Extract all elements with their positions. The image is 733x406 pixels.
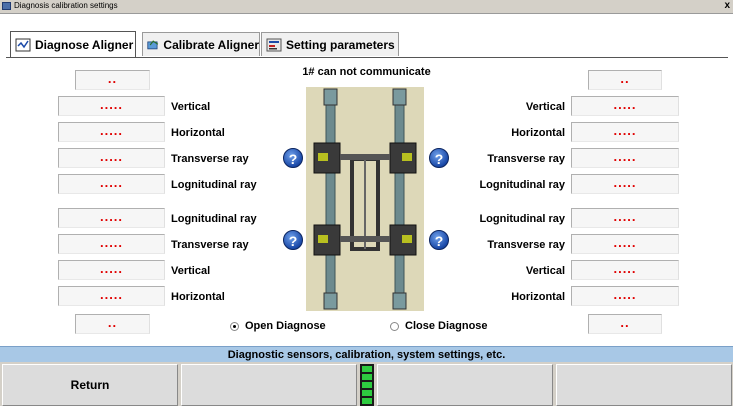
right-rear-horizontal-value: ..... — [571, 286, 679, 306]
right-rear-horizontal-label: Horizontal — [511, 291, 565, 303]
right-front-transverse-value: ..... — [571, 148, 679, 168]
left-rear-longitudinal-label: Lognitudinal ray — [171, 213, 257, 225]
left-rear-longitudinal-value: ..... — [58, 208, 165, 228]
radio-label: Close Diagnose — [405, 320, 488, 332]
left-front-horizontal-value: ..... — [58, 122, 165, 142]
left-rear-horizontal-value: ..... — [58, 286, 165, 306]
blank-button-4[interactable] — [556, 364, 732, 406]
right-rear-transverse-label: Transverse ray — [487, 239, 565, 251]
left-front-wheel — [323, 88, 338, 106]
title-bar: Diagnosis calibration settings x — [0, 0, 733, 14]
settings-icon — [266, 38, 282, 51]
right-front-horizontal-label: Horizontal — [511, 127, 565, 139]
left-top-code: .. — [75, 70, 150, 90]
indicator-segment — [362, 398, 372, 404]
left-rear-horizontal-label: Horizontal — [171, 291, 225, 303]
tab-label: Setting parameters — [286, 37, 395, 52]
left-front-transverse-value: ..... — [58, 148, 165, 168]
right-front-transverse-label: Transverse ray — [487, 153, 565, 165]
left-bottom-code: .. — [75, 314, 150, 334]
tab-diagnose-aligner[interactable]: Diagnose Aligner — [10, 31, 136, 57]
radio-label: Open Diagnose — [245, 320, 326, 332]
right-rear-transverse-value: ..... — [571, 234, 679, 254]
left-front-transverse-label: Transverse ray — [171, 153, 249, 165]
help-icon[interactable]: ? — [283, 148, 303, 168]
help-icon[interactable]: ? — [429, 230, 449, 250]
tab-label: Diagnose Aligner — [35, 37, 134, 52]
blank-button-2[interactable] — [181, 364, 357, 406]
left-rear-vertical-label: Vertical — [171, 265, 211, 277]
right-rear-vertical-label: Vertical — [525, 265, 565, 277]
indicator-segment — [362, 366, 372, 372]
aligner-diagram — [306, 87, 424, 311]
left-rear-transverse-value: ..... — [58, 234, 165, 254]
left-rear-wheel — [323, 292, 338, 310]
right-front-sensor-led — [402, 153, 412, 161]
blank-button-3[interactable] — [377, 364, 553, 406]
radio-unselected-icon — [390, 321, 399, 331]
right-front-vertical-value: ..... — [571, 96, 679, 116]
right-rear-vertical-value: ..... — [571, 260, 679, 280]
indicator-segment — [362, 382, 372, 388]
tab-label: Calibrate Aligner — [163, 37, 259, 52]
status-text: 1# can not communicate — [302, 66, 431, 78]
tab-calibrate-aligner[interactable]: Calibrate Aligner — [142, 32, 260, 56]
left-front-vertical-value: ..... — [58, 96, 165, 116]
radio-open-diagnose[interactable]: Open Diagnose — [230, 320, 326, 332]
left-rear-vertical-value: ..... — [58, 260, 165, 280]
left-front-sensor-led — [318, 153, 328, 161]
diagnose-icon — [15, 38, 31, 51]
left-axle-column — [325, 92, 336, 310]
window-title: Diagnosis calibration settings — [14, 1, 118, 10]
left-rear-transverse-label: Transverse ray — [171, 239, 249, 251]
right-top-code: .. — [588, 70, 662, 90]
left-front-longitudinal-value: ..... — [58, 174, 165, 194]
front-cross-beam — [340, 154, 390, 160]
indicator-segment — [362, 374, 372, 380]
right-rear-wheel — [392, 292, 407, 310]
left-front-vertical-label: Vertical — [171, 101, 211, 113]
right-rear-longitudinal-value: ..... — [571, 208, 679, 228]
radio-close-diagnose[interactable]: Close Diagnose — [390, 320, 488, 332]
right-front-vertical-label: Vertical — [525, 101, 565, 113]
left-front-longitudinal-label: Lognitudinal ray — [171, 179, 257, 191]
right-bottom-code: .. — [588, 314, 662, 334]
info-bar: Diagnostic sensors, calibration, system … — [0, 346, 733, 363]
radio-selected-icon — [230, 321, 239, 331]
status-indicator — [360, 364, 374, 406]
right-front-horizontal-value: ..... — [571, 122, 679, 142]
right-rear-longitudinal-label: Lognitudinal ray — [479, 213, 565, 225]
left-front-horizontal-label: Horizontal — [171, 127, 225, 139]
calibrate-icon — [147, 39, 159, 49]
left-rear-sensor-led — [318, 235, 328, 243]
help-icon[interactable]: ? — [283, 230, 303, 250]
help-icon[interactable]: ? — [429, 148, 449, 168]
app-icon — [2, 2, 11, 10]
close-icon[interactable]: x — [724, 0, 730, 11]
return-button[interactable]: Return — [2, 364, 178, 406]
tab-setting-parameters[interactable]: Setting parameters — [261, 32, 399, 56]
rear-cross-beam — [340, 236, 390, 242]
right-rear-sensor-led — [402, 235, 412, 243]
right-front-longitudinal-value: ..... — [571, 174, 679, 194]
right-front-wheel — [392, 88, 407, 106]
indicator-segment — [362, 390, 372, 396]
right-axle-column — [394, 92, 405, 310]
right-front-longitudinal-label: Lognitudinal ray — [479, 179, 565, 191]
